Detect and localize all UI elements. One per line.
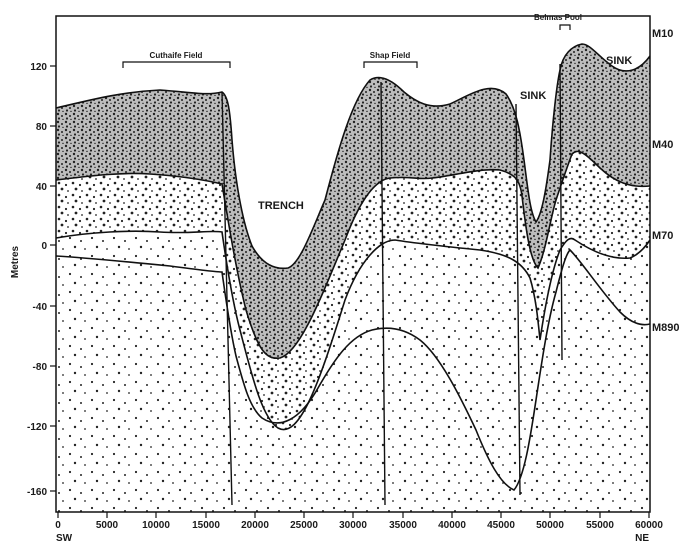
x-tick-label: 20000: [241, 520, 269, 531]
y-tick-label: 120: [30, 62, 47, 73]
cuthaife-field-label: Cuthaife Field: [150, 51, 203, 60]
x-tick-label: 55000: [586, 520, 614, 531]
fault-lines: [221, 63, 563, 506]
x-tick-label: 5000: [96, 520, 119, 531]
x-tick-label: 0: [55, 520, 61, 531]
sink-label-2: SINK: [606, 55, 632, 67]
y-tick-label: 80: [36, 122, 48, 133]
x-axis: 0 5000 10000 15000 20000 25000 30000 350…: [55, 512, 663, 543]
x-tick-label: 30000: [339, 520, 367, 531]
horizon-label-m70: M70: [652, 230, 673, 242]
x-tick-label: 15000: [192, 520, 220, 531]
belmas-pool-label: Belmas Pool: [534, 13, 582, 22]
fault-line-3: [515, 103, 521, 496]
y-tick-label: -120: [27, 422, 47, 433]
fault-line-4: [559, 63, 563, 361]
middle-sand-layer: [56, 151, 650, 430]
sink-label-1: SINK: [520, 90, 546, 102]
y-tick-label: -160: [27, 487, 47, 498]
cuthaife-field-bracket: [122, 61, 231, 68]
y-axis-label: Metres: [10, 245, 21, 278]
fault-line-1: [221, 91, 233, 506]
x-tick-label: 10000: [142, 520, 170, 531]
x-tick-label: 25000: [290, 520, 318, 531]
x-tick-label: 35000: [389, 520, 417, 531]
upper-shale-layer: [56, 44, 650, 359]
x-tick-label: 45000: [487, 520, 515, 531]
lower-sand-layer: [56, 231, 650, 512]
x-tick-label: 50000: [536, 520, 564, 531]
trench-label: TRENCH: [258, 200, 304, 212]
y-tick-label: 40: [36, 182, 48, 193]
belmas-pool-bracket: [559, 24, 571, 30]
field-brackets: [122, 24, 571, 68]
horizon-label-m40: M40: [652, 139, 673, 151]
sky-area: [56, 16, 650, 269]
y-tick-label: 0: [41, 241, 47, 252]
sw-end-label: SW: [56, 533, 73, 543]
ne-end-label: NE: [635, 533, 649, 543]
shap-field-label: Shap Field: [370, 51, 411, 60]
horizon-label-m890: M890: [652, 322, 680, 334]
x-tick-label: 40000: [438, 520, 466, 531]
y-tick-label: -80: [33, 362, 48, 373]
m70-horizon-line: [55, 230, 651, 431]
m40-horizon-line: [55, 150, 651, 359]
shap-field-bracket: [363, 61, 418, 68]
fault-line-2: [380, 81, 386, 506]
m890-horizon-line: [55, 248, 651, 491]
y-axis: Metres 120 80 40 0 -40 -80 -120 -160: [10, 62, 56, 498]
horizon-label-m10: M10: [652, 28, 673, 40]
x-tick-label: 60000: [635, 520, 663, 531]
y-tick-label: -40: [33, 302, 48, 313]
